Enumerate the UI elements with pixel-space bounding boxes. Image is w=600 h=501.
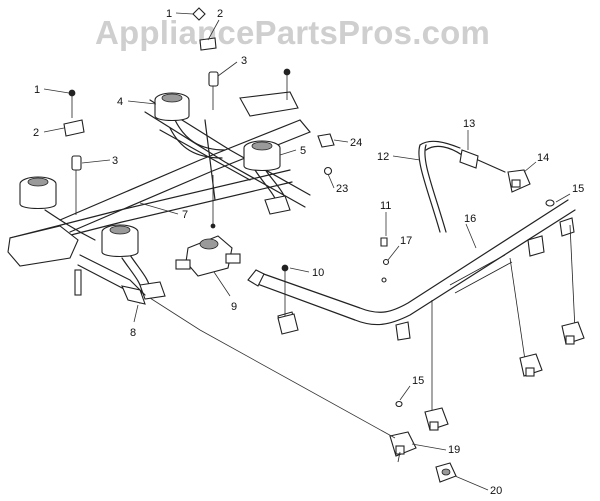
screw-under-left bbox=[74, 269, 82, 296]
clip-2-left bbox=[63, 119, 85, 137]
callout-3-left: 3 bbox=[112, 155, 118, 167]
burner-head-rear-right bbox=[243, 140, 281, 172]
screw-under-center bbox=[210, 175, 216, 229]
spud-17 bbox=[381, 258, 390, 283]
orifice-15-right bbox=[545, 199, 555, 207]
flex-tube-12 bbox=[418, 140, 463, 233]
callout-23: 23 bbox=[336, 183, 348, 195]
callout-11: 11 bbox=[380, 200, 391, 212]
callout-17: 17 bbox=[400, 235, 412, 247]
callout-9: 9 bbox=[231, 301, 237, 313]
spud-11 bbox=[380, 237, 388, 247]
callout-20: 20 bbox=[490, 485, 502, 497]
knob-20 bbox=[435, 462, 457, 483]
callout-15-right: 15 bbox=[572, 183, 584, 195]
screw-10 bbox=[277, 264, 299, 335]
callout-15-lower: 15 bbox=[412, 375, 424, 387]
watermark-logo: AppliancePartsPros.com bbox=[95, 14, 491, 51]
callout-19: 19 bbox=[448, 444, 460, 456]
screw-1-left bbox=[68, 89, 76, 118]
clip-24 bbox=[317, 133, 335, 148]
callout-2-top: 2 bbox=[217, 8, 223, 20]
callout-1-left: 1 bbox=[34, 84, 40, 96]
fitting-13 bbox=[459, 149, 506, 173]
clip-2-top bbox=[199, 37, 217, 51]
screw-1-top bbox=[192, 7, 206, 21]
burner-head-rear-left bbox=[154, 92, 190, 122]
valve-19-front bbox=[389, 431, 417, 463]
callout-2-left: 2 bbox=[33, 127, 39, 139]
callout-4: 4 bbox=[117, 96, 123, 108]
gas-manifold bbox=[247, 199, 576, 410]
callout-13: 13 bbox=[463, 118, 475, 130]
grommet-3-left bbox=[71, 155, 82, 215]
burner-head-front-right bbox=[101, 224, 139, 258]
callout-12: 12 bbox=[377, 151, 389, 163]
valve-14 bbox=[507, 169, 531, 193]
callout-labels: 1 2 3 1 2 3 4 5 7 8 9 10 11 12 13 14 15 … bbox=[33, 8, 584, 497]
orifice-15-lower bbox=[395, 400, 403, 408]
nut-23 bbox=[323, 166, 333, 176]
valve-19-fourth bbox=[561, 321, 585, 345]
valve-19-third bbox=[519, 353, 543, 377]
callout-3-top: 3 bbox=[241, 55, 247, 67]
callout-5: 5 bbox=[300, 145, 306, 157]
grommet-3-top bbox=[208, 71, 219, 110]
callout-16: 16 bbox=[464, 213, 476, 225]
pressure-regulator bbox=[175, 235, 241, 277]
callout-7: 7 bbox=[182, 209, 188, 221]
burner-head-front-left bbox=[19, 176, 57, 210]
valve-19-second bbox=[424, 407, 449, 431]
screw-top-right bbox=[283, 68, 291, 100]
leader-lines bbox=[43, 12, 571, 491]
burner-frame-assembly bbox=[7, 91, 311, 305]
callout-8: 8 bbox=[130, 327, 136, 339]
callout-14: 14 bbox=[537, 152, 549, 164]
callout-10: 10 bbox=[312, 267, 324, 279]
callout-1-top: 1 bbox=[166, 8, 172, 20]
callout-24: 24 bbox=[350, 137, 362, 149]
